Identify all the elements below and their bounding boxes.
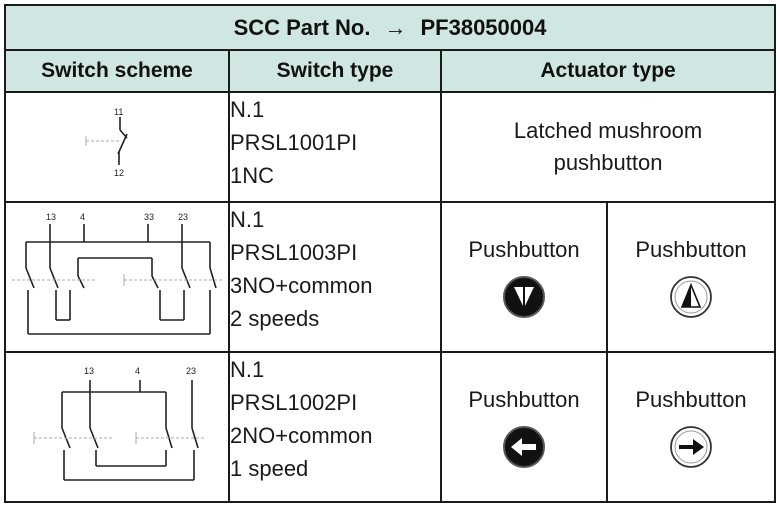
arrow-left-filled-icon <box>503 426 545 468</box>
part-number: PF38050004 <box>420 14 547 40</box>
terminal-label: 23 <box>186 366 196 376</box>
type-line: 2NO+common <box>230 423 373 448</box>
terminal-label: 12 <box>114 168 124 178</box>
col-actuator-type: Actuator type <box>439 49 777 93</box>
type-line: N.1 <box>230 357 265 382</box>
actuator-latched: Latched mushroom pushbutton <box>439 91 777 203</box>
switch-type-cell: N.1 PRSL1001PI 1NC <box>228 91 442 203</box>
terminal-label: 13 <box>46 212 56 222</box>
table-row: 11 12 N.1 PRSL1001PI 1NC Latched mushroo… <box>4 91 777 203</box>
column-header-row: Switch scheme Switch type Actuator type <box>4 49 777 93</box>
switch-type-cell: N.1 PRSL1003PI 3NO+common 2 speeds <box>228 201 442 353</box>
switch-type-cell: N.1 PRSL1002PI 2NO+common 1 speed <box>228 351 442 503</box>
arrow-icon: → <box>384 14 407 40</box>
actuator-cell: Pushbutton <box>440 351 608 503</box>
arrow-right-outline-icon <box>670 426 712 468</box>
terminal-label: 33 <box>144 212 154 222</box>
actuator-label: Pushbutton <box>468 237 580 262</box>
type-line: N.1 <box>230 97 265 122</box>
part-label: SCC Part No. <box>233 14 371 40</box>
actuator-label: Latched mushroom pushbutton <box>513 118 703 175</box>
title-row: SCC Part No. → PF38050004 <box>3 4 777 51</box>
type-line: PRSL1003PI <box>230 240 358 265</box>
type-line: 1 speed <box>230 456 309 481</box>
spec-table: SCC Part No. → PF38050004 Switch scheme Sw… <box>3 4 777 503</box>
terminal-label: 4 <box>135 366 140 376</box>
terminal-label: 11 <box>114 107 123 117</box>
type-line: N.1 <box>230 207 265 232</box>
switch-scheme-2no: 13 4 23 <box>4 351 230 503</box>
terminal-label: 13 <box>84 366 94 376</box>
arrow-down-filled-icon <box>503 276 545 318</box>
arrow-up-outline-icon <box>670 276 712 318</box>
col-switch-scheme: Switch scheme <box>4 49 230 93</box>
terminal-label: 23 <box>178 212 188 222</box>
2no-common-diagram-icon: 13 4 23 <box>33 366 206 481</box>
switch-scheme-1nc: 11 12 <box>4 91 230 203</box>
type-line: 3NO+common <box>230 273 373 298</box>
part-number-header: SCC Part No. → PF38050004 <box>3 4 777 51</box>
table-row: 13 4 23 <box>4 351 777 503</box>
switch-scheme-3no: 13 4 33 23 <box>4 201 230 353</box>
table-row: 13 4 33 23 <box>4 201 777 353</box>
actuator-label: Pushbutton <box>635 237 747 262</box>
terminal-label: 4 <box>80 212 85 222</box>
3no-common-diagram-icon: 13 4 33 23 <box>12 212 222 335</box>
type-line: 2 speeds <box>230 306 320 331</box>
actuator-cell: Pushbutton <box>605 201 777 353</box>
type-line: PRSL1001PI <box>230 130 358 155</box>
actuator-label: Pushbutton <box>468 387 580 412</box>
type-line: 1NC <box>230 163 275 188</box>
col-switch-type: Switch type <box>228 49 442 93</box>
spec-table-container: SCC Part No. → PF38050004 Switch scheme Sw… <box>3 4 777 511</box>
actuator-label: Pushbutton <box>635 387 747 412</box>
actuator-cell: Pushbutton <box>440 201 608 353</box>
actuator-cell: Pushbutton <box>605 351 777 503</box>
nc-contact-diagram-icon: 11 12 <box>85 107 128 178</box>
type-line: PRSL1002PI <box>230 390 358 415</box>
